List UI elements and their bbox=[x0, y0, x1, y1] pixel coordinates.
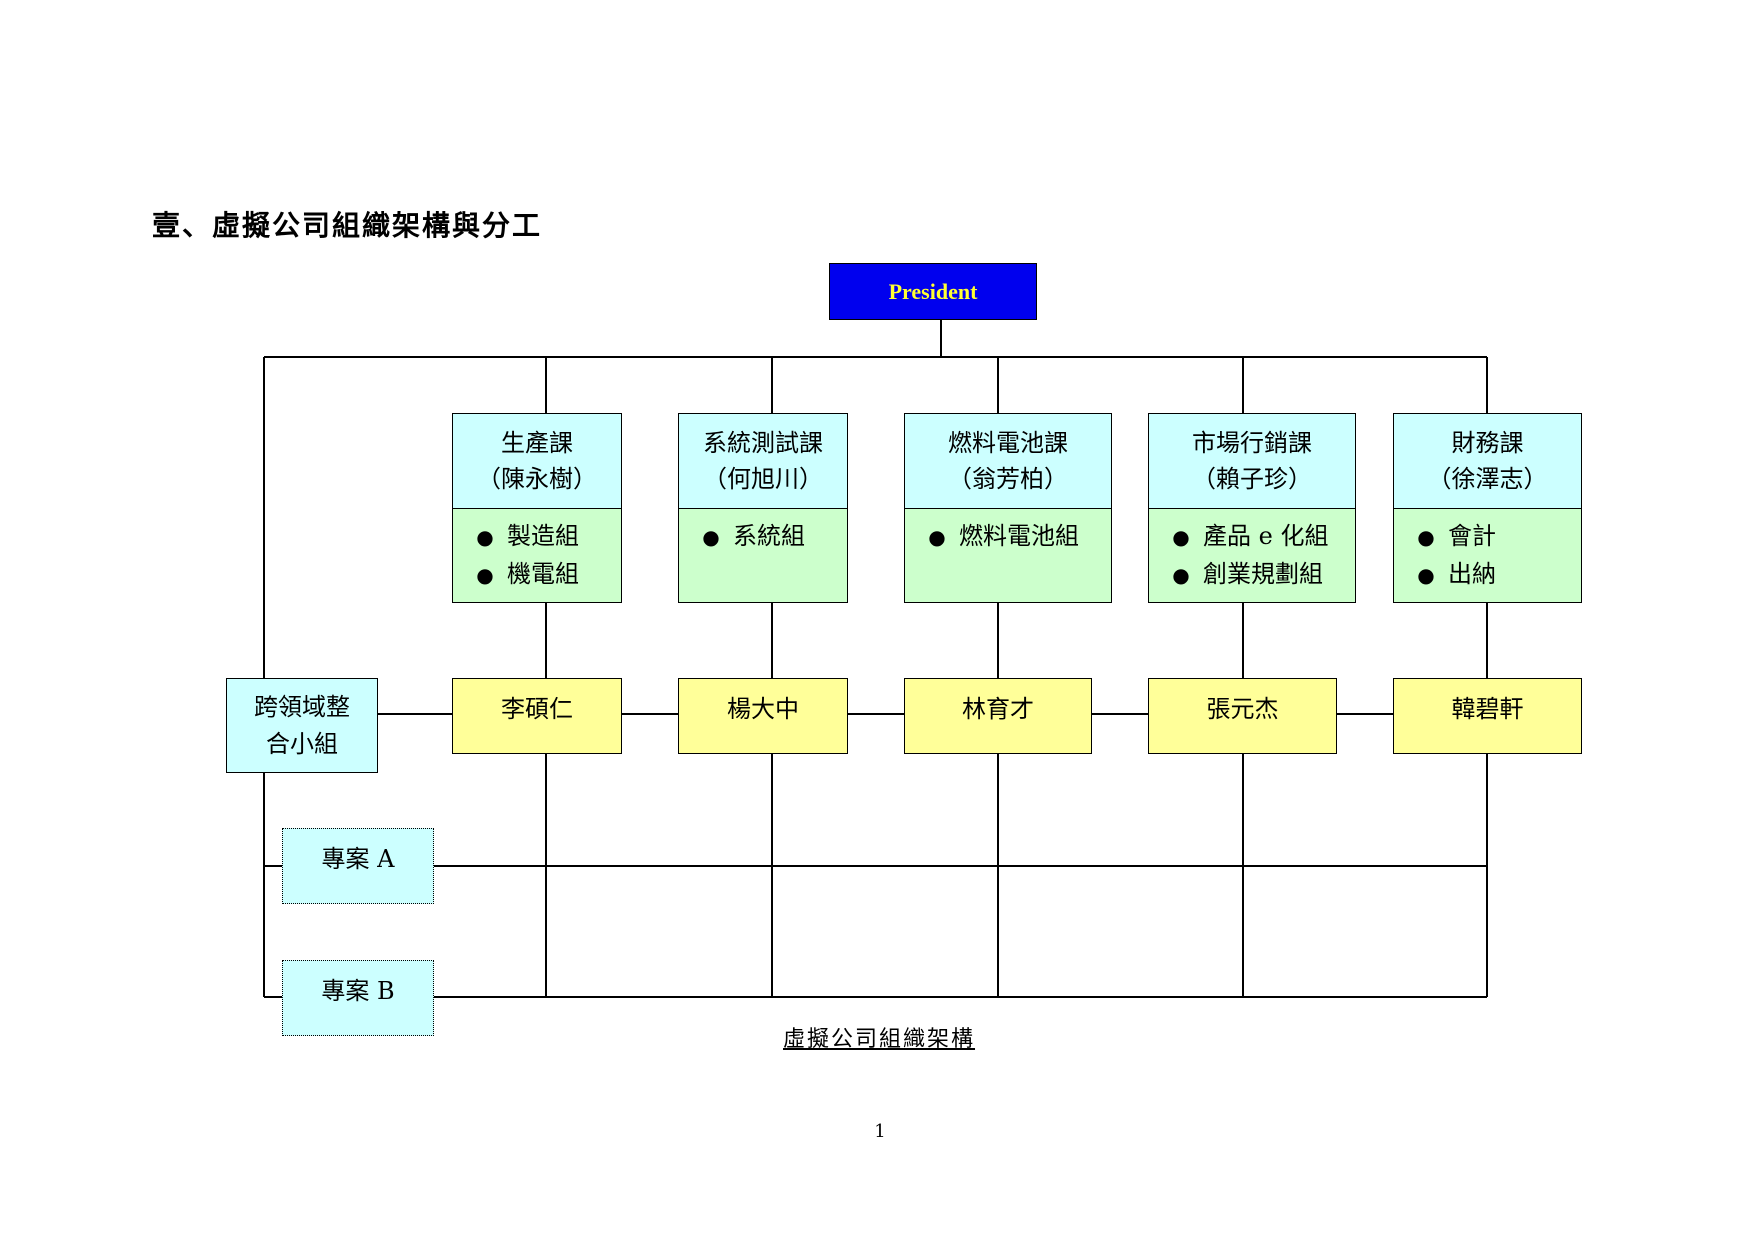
person-box: 張元杰 bbox=[1148, 678, 1337, 754]
dept-head-name: （陳永樹） bbox=[477, 465, 597, 493]
dept-name: 燃料電池課 bbox=[948, 429, 1068, 457]
person-box: 林育才 bbox=[904, 678, 1092, 754]
cross-team-line1: 跨領域整 bbox=[254, 692, 350, 721]
group-label: 出納 bbox=[1448, 560, 1496, 588]
group-label: 機電組 bbox=[507, 560, 579, 588]
bullet-icon: ● bbox=[702, 525, 720, 549]
person-box: 楊大中 bbox=[678, 678, 848, 754]
list-item: ● 出納 bbox=[1404, 555, 1581, 593]
page-number: 1 bbox=[874, 1121, 886, 1142]
bullet-icon: ● bbox=[1172, 563, 1190, 587]
list-item: ● 會計 bbox=[1404, 517, 1581, 555]
president-box: President bbox=[829, 263, 1037, 320]
dept-name: 財務課 bbox=[1451, 429, 1524, 457]
group-label: 會計 bbox=[1448, 522, 1496, 550]
dept-head-name: （翁芳柏） bbox=[948, 465, 1068, 493]
list-item: ● 機電組 bbox=[463, 555, 621, 593]
list-item: ● 系統組 bbox=[689, 517, 847, 555]
group-label: 燃料電池組 bbox=[959, 522, 1079, 550]
dept-name: 市場行銷課 bbox=[1192, 429, 1312, 457]
dept-head-name: （賴子珍） bbox=[1192, 465, 1312, 493]
dept-marketing: 市場行銷課 （賴子珍） ● 產品 e 化組 ● 創業規劃組 bbox=[1148, 413, 1356, 603]
cross-team-line2: 合小組 bbox=[266, 729, 338, 758]
bullet-icon: ● bbox=[1172, 525, 1190, 549]
bullet-icon: ● bbox=[1417, 525, 1435, 549]
project-a-box: 專案 A bbox=[282, 828, 434, 904]
list-item: ● 製造組 bbox=[463, 517, 621, 555]
dept-groups: ● 燃料電池組 bbox=[905, 509, 1111, 602]
dept-groups: ● 產品 e 化組 ● 創業規劃組 bbox=[1149, 509, 1355, 602]
bullet-icon: ● bbox=[476, 563, 494, 587]
group-label: 產品 e 化組 bbox=[1203, 522, 1329, 550]
dept-finance: 財務課 （徐澤志） ● 會計 ● 出納 bbox=[1393, 413, 1582, 603]
bullet-icon: ● bbox=[476, 525, 494, 549]
list-item: ● 燃料電池組 bbox=[915, 517, 1111, 555]
dept-head-name: （何旭川） bbox=[703, 465, 823, 493]
dept-head: 生產課 （陳永樹） bbox=[453, 414, 621, 509]
dept-fuel-cell: 燃料電池課 （翁芳柏） ● 燃料電池組 bbox=[904, 413, 1112, 603]
president-label: President bbox=[888, 278, 978, 304]
group-label: 創業規劃組 bbox=[1203, 560, 1323, 588]
dept-groups: ● 製造組 ● 機電組 bbox=[453, 509, 621, 602]
dept-name: 生產課 bbox=[501, 429, 573, 457]
dept-head: 市場行銷課 （賴子珍） bbox=[1149, 414, 1355, 509]
group-label: 系統組 bbox=[733, 522, 805, 550]
dept-name: 系統測試課 bbox=[703, 429, 823, 457]
dept-production: 生產課 （陳永樹） ● 製造組 ● 機電組 bbox=[452, 413, 622, 603]
person-box: 韓碧軒 bbox=[1393, 678, 1582, 754]
bullet-icon: ● bbox=[1417, 563, 1435, 587]
cross-domain-team-box: 跨領域整 合小組 bbox=[226, 678, 378, 773]
dept-head: 燃料電池課 （翁芳柏） bbox=[905, 414, 1111, 509]
dept-system-test: 系統測試課 （何旭川） ● 系統組 bbox=[678, 413, 848, 603]
list-item: ● 創業規劃組 bbox=[1159, 555, 1355, 593]
list-item: ● 產品 e 化組 bbox=[1159, 517, 1355, 555]
project-b-box: 專案 B bbox=[282, 960, 434, 1036]
dept-groups: ● 系統組 bbox=[679, 509, 847, 602]
dept-head: 系統測試課 （何旭川） bbox=[679, 414, 847, 509]
figure-caption: 虛擬公司組織架構 bbox=[783, 1027, 976, 1052]
group-label: 製造組 bbox=[507, 522, 579, 550]
bullet-icon: ● bbox=[928, 525, 946, 549]
dept-groups: ● 會計 ● 出納 bbox=[1394, 509, 1581, 602]
page-title: 壹、虛擬公司組織架構與分工 bbox=[152, 209, 543, 242]
dept-head: 財務課 （徐澤志） bbox=[1394, 414, 1581, 509]
dept-head-name: （徐澤志） bbox=[1427, 465, 1548, 493]
person-box: 李碩仁 bbox=[452, 678, 622, 754]
